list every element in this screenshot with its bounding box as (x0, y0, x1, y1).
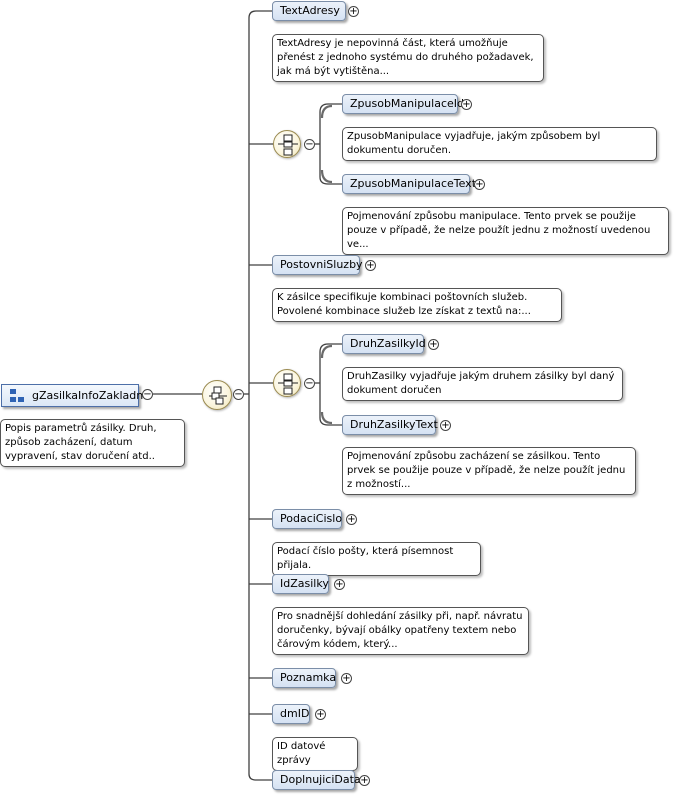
complex-type-icon (10, 389, 26, 403)
element-dmid[interactable]: dmID (272, 704, 310, 724)
element-zpusobmanipulacetext[interactable]: ZpusobManipulaceText (342, 174, 476, 194)
doc-textadresy: TextAdresy je nepovinná část, která umož… (272, 34, 544, 82)
root-element-label: gZasilkaInfoZakladni (32, 389, 147, 402)
doc-zpusobmanipulaceid: ZpusobManipulace vyjadřuje, jakým způsob… (342, 127, 657, 161)
root-documentation: Popis parametrů zásilky. Druh, způsob za… (0, 419, 185, 467)
element-poznamka[interactable]: Poznamka (272, 668, 336, 688)
sequence-compositor-icon[interactable] (273, 369, 301, 397)
collapse-icon[interactable]: − (233, 389, 244, 400)
sequence-compositor-icon[interactable] (273, 130, 301, 158)
expand-icon[interactable]: + (359, 775, 370, 786)
expand-icon[interactable]: + (341, 673, 352, 684)
element-postovnisluzby[interactable]: PostovniSluzby (272, 255, 363, 275)
sequence-compositor-icon[interactable] (202, 380, 232, 410)
expand-icon[interactable]: + (365, 260, 376, 271)
element-doplnujicidata[interactable]: DoplnujiciData (272, 770, 361, 790)
expand-icon[interactable]: + (461, 99, 472, 110)
doc-dmid: ID datové zprávy (272, 737, 358, 771)
collapse-icon[interactable]: − (304, 139, 315, 150)
root-element-box[interactable]: gZasilkaInfoZakladni (1, 384, 146, 407)
expand-icon[interactable]: + (440, 420, 451, 431)
element-druhzasilkytext[interactable]: DruhZasilkyText (342, 415, 438, 435)
doc-postovnisluzby: K zásilce specifikuje kombinaci poštovní… (272, 288, 562, 322)
collapse-icon[interactable]: − (304, 378, 315, 389)
expand-icon[interactable]: + (315, 709, 326, 720)
doc-druhzasilkytext: Pojmenování způsobu zacházení se zásilko… (342, 447, 636, 495)
doc-idzasilky: Pro snadnější dohledání zásilky při, nap… (272, 607, 529, 655)
expand-icon[interactable]: + (348, 6, 359, 17)
element-idzasilky[interactable]: IdZasilky (272, 574, 329, 594)
expand-icon[interactable]: + (334, 579, 345, 590)
expand-icon[interactable]: + (474, 179, 485, 190)
expand-icon[interactable]: + (428, 339, 439, 350)
element-zpusobmanipulaceid[interactable]: ZpusobManipulaceId (342, 94, 464, 114)
element-druhzasilkyid[interactable]: DruhZasilkyId (342, 334, 426, 354)
collapse-icon[interactable]: − (142, 389, 153, 400)
expand-icon[interactable]: + (346, 514, 357, 525)
doc-zpusobmanipulacetext: Pojmenování způsobu manipulace. Tento pr… (342, 207, 669, 255)
doc-druhzasilkyid: DruhZasilky vyjadřuje jakým druhem zásil… (342, 367, 623, 401)
element-textadresy[interactable]: TextAdresy (272, 1, 346, 21)
element-podacicislo[interactable]: PodaciCislo (272, 509, 342, 529)
doc-podacicislo: Podací číslo pošty, která písemnost přij… (272, 542, 481, 576)
